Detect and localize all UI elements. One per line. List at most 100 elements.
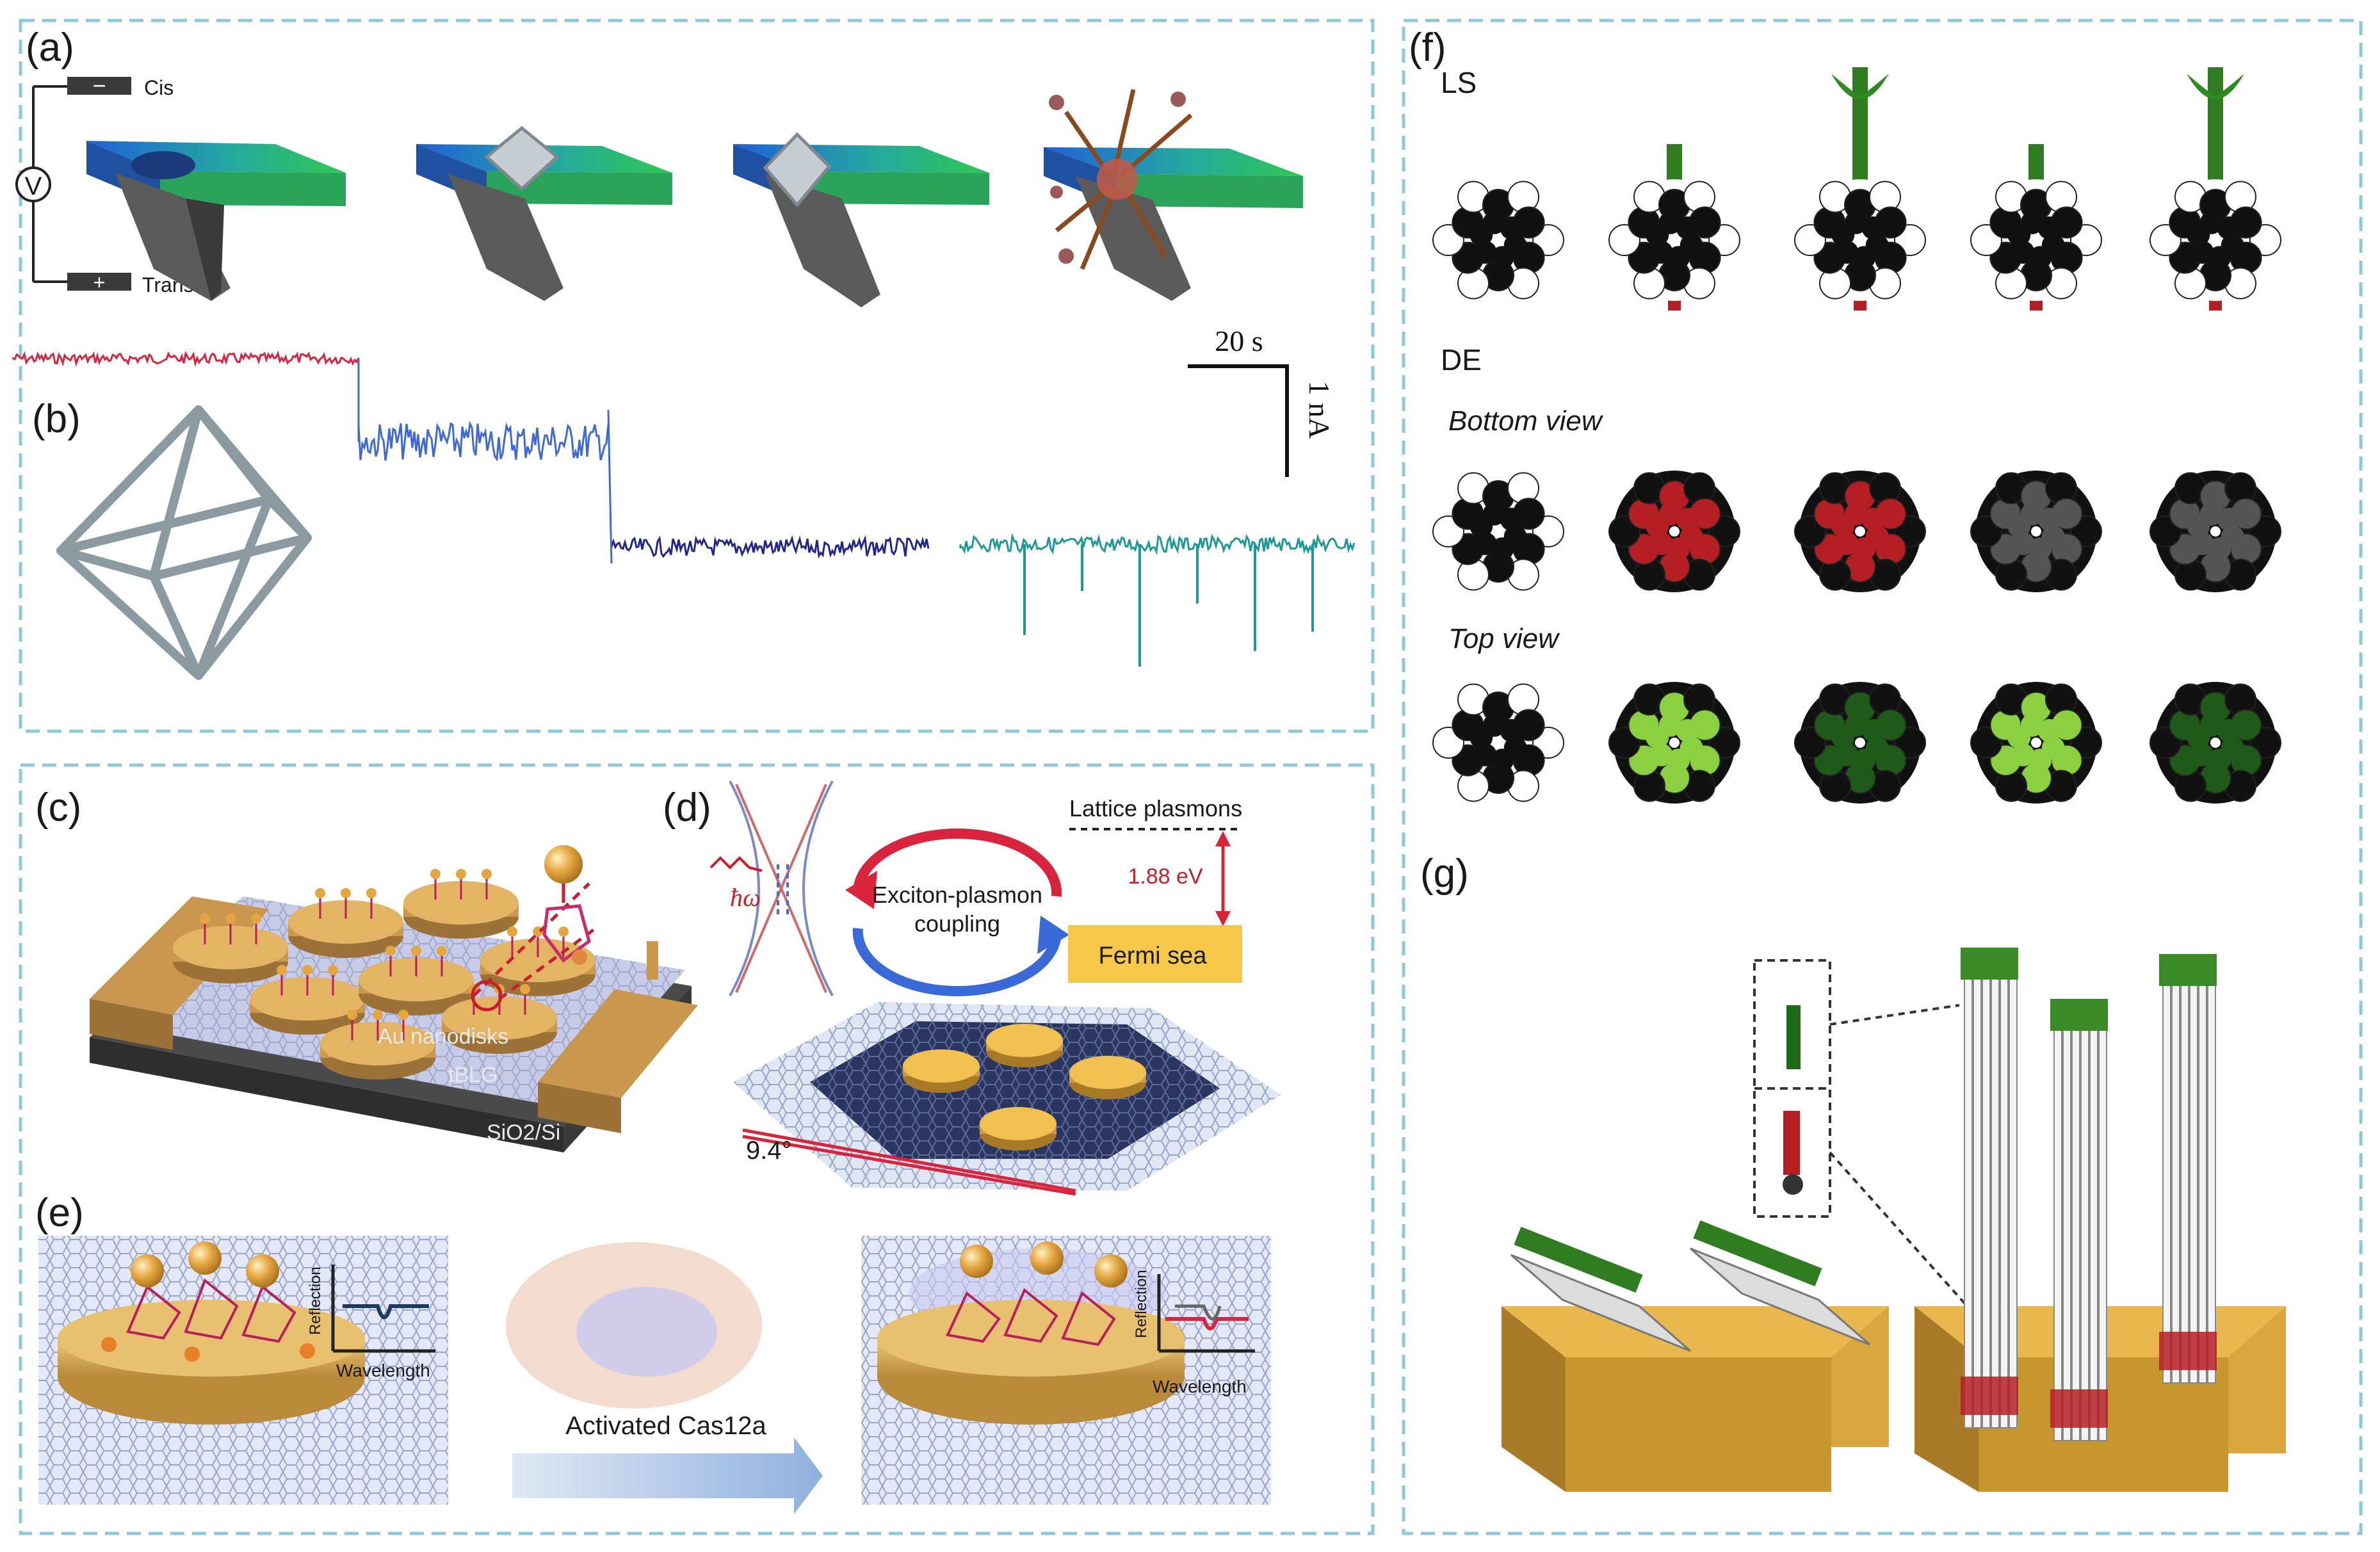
lattice-nanodisk-top [980, 1107, 1056, 1140]
au-nanoparticle [430, 869, 441, 879]
trace-segment-4 [959, 533, 1356, 555]
helix-core [2217, 719, 2240, 742]
e-middle-scene [506, 1242, 823, 1514]
bottom-view-label: Bottom view [1448, 405, 1604, 437]
helix-column [2198, 979, 2207, 1384]
au-nanoparticle [200, 914, 210, 924]
au-nanoparticle [520, 984, 530, 994]
au-nanoparticle [302, 965, 312, 975]
bottom-handle-icon [1783, 1111, 1803, 1195]
bundle-center [2210, 738, 2221, 748]
helix-core [2190, 743, 2214, 766]
au-nanoparticle [251, 914, 261, 924]
bundle-view-r1-c5 [2149, 67, 2281, 311]
helix-core [1473, 532, 1497, 555]
photon-label: ħω [730, 883, 761, 912]
nanopore-chip-2 [416, 125, 672, 301]
standing-bundles [1961, 948, 2217, 1441]
bundle-views [1432, 67, 2281, 804]
panel-b-label: (b) [32, 397, 81, 441]
au-nanoparticle [328, 965, 338, 975]
trans-electrode [67, 273, 131, 291]
bundle-view-r1-c3 [1794, 67, 1926, 311]
helix-column [2189, 979, 2198, 1384]
lying-bundles [1510, 1220, 1870, 1352]
e-right-scene [861, 1236, 1271, 1505]
helix-column [1973, 973, 1982, 1428]
nanopore-chip-4 [1044, 89, 1303, 301]
helix-core [1649, 532, 1673, 555]
cis-electrode [67, 77, 131, 95]
au-nanodisk-top [359, 958, 474, 1001]
bundle-center [1669, 235, 1680, 245]
bundle-center [1493, 526, 1503, 537]
helix-core [1835, 241, 1859, 264]
helix-column [2000, 973, 2009, 1428]
au-nanodisk-top [403, 881, 519, 925]
frame-ab [19, 19, 1375, 733]
au-nanodisk-top [442, 996, 557, 1040]
electrode-right [538, 989, 698, 1098]
coupling-label-2: coupling [914, 910, 1000, 937]
current-traces [12, 350, 1356, 667]
helix-core [1500, 508, 1523, 531]
helix-core [2037, 508, 2061, 531]
panel-frames [19, 19, 2363, 1535]
au-nanoparticle [437, 946, 447, 956]
helix-core [2011, 743, 2035, 766]
au-nanoparticle [373, 1010, 383, 1020]
bundle-center [1493, 738, 1503, 748]
au-nanodisk-top [250, 977, 365, 1021]
helix-core [1861, 216, 1885, 239]
helix-column [2009, 973, 2018, 1428]
lattice-plasmons-label: Lattice plasmons [1069, 795, 1242, 821]
au-nanodisk-top [320, 1022, 435, 1065]
helix-core [2037, 719, 2061, 742]
ls-label: LS [1441, 66, 1477, 99]
helix-core [2217, 508, 2240, 531]
trace-segment-1 [12, 350, 360, 368]
au-nanodisk-top [173, 926, 288, 969]
bundle-center [2210, 526, 2221, 537]
e-left-scene [38, 1236, 448, 1505]
top-handles [1961, 948, 2018, 980]
helix-core [1649, 743, 1673, 766]
cas12a-label: Activated Cas12a [565, 1412, 766, 1440]
helix-core [2011, 241, 2035, 264]
au-nanoparticle [456, 869, 466, 879]
helix-core [1500, 216, 1523, 239]
bundle-view-r2-c3 [1794, 471, 1926, 592]
dna-octahedron-icon [484, 125, 560, 191]
panel-e: (e) Reflection Wavelength [35, 1191, 1271, 1514]
helix-core [1835, 743, 1859, 766]
de-label: DE [1441, 343, 1482, 376]
e-wavelength-label-left: Wavelength [336, 1361, 430, 1380]
helix-column [1991, 973, 2000, 1428]
coupling-label-1: Exciton-plasmon [872, 882, 1042, 908]
frame-fg [1402, 19, 2363, 1535]
lattice-nanodisk-top [1069, 1056, 1146, 1089]
dna-octahedron-icon-2 [763, 132, 832, 207]
helix-core [2217, 216, 2240, 239]
standing-bundle-2 [2050, 999, 2108, 1441]
lattice-nanodisk-top [986, 1024, 1063, 1057]
bundle-view-r2-c1 [1432, 471, 1564, 592]
frame-cde [19, 763, 1375, 1535]
dna-octahedron-large [56, 405, 312, 680]
standing-bundle-1 [1961, 948, 2018, 1428]
bundle-view-r3-c3 [1794, 682, 1926, 804]
helix-core [1676, 719, 1699, 742]
trace-steps [357, 359, 613, 564]
panel-e-label: (e) [35, 1191, 84, 1235]
top-view-label: Top view [1448, 623, 1560, 654]
panel-f: (f) LS DE Bottom view Top view [1409, 26, 2281, 804]
e-reflection-label-right: Reflection [1133, 1270, 1150, 1338]
helix-core [1473, 743, 1497, 766]
au-nanoparticle [398, 1010, 409, 1020]
bundle-center [2031, 738, 2041, 748]
au-nanoparticle [507, 926, 517, 937]
panel-b: (b) 20 s 1 nA [12, 325, 1356, 680]
au-nanoparticle [341, 888, 351, 898]
bundle-center [1669, 738, 1680, 748]
au-nanoparticle [385, 946, 396, 956]
